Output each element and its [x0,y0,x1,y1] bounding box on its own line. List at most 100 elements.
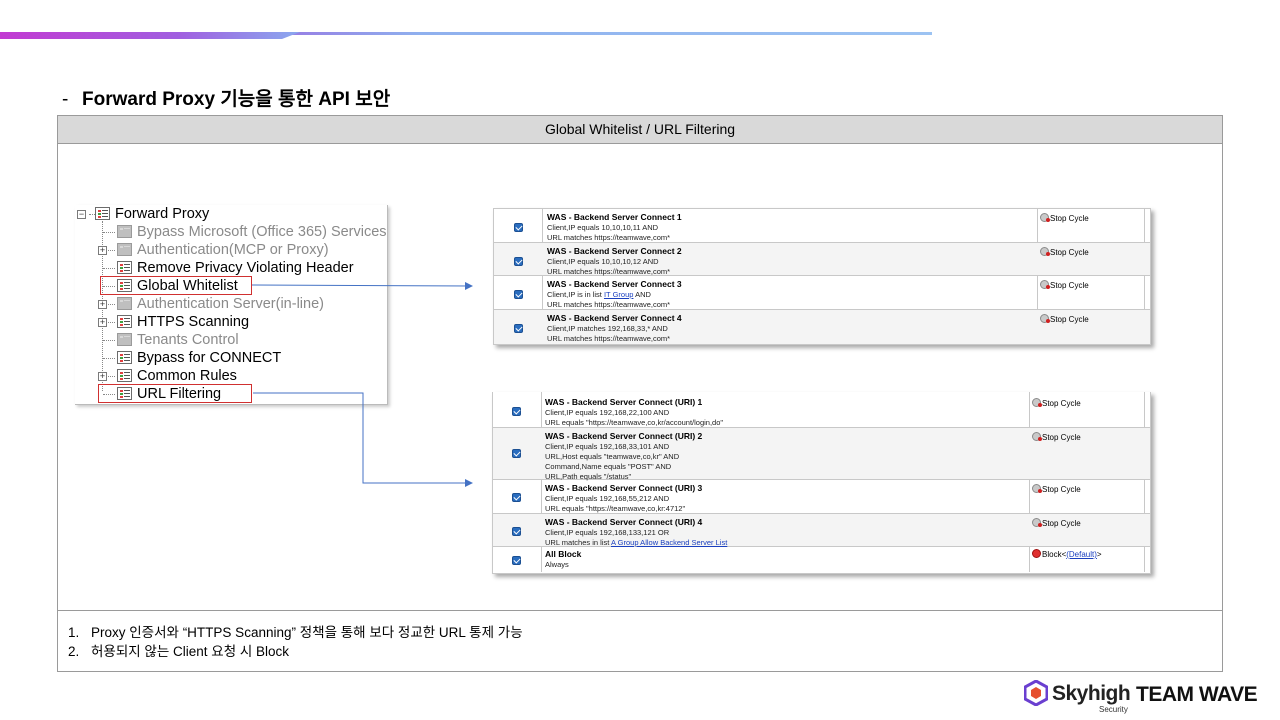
stop-cycle-icon [1040,247,1050,256]
rule-set-icon [117,261,132,274]
rule-criteria: Always [545,560,569,569]
teamwave-wordmark: TEAM WAVE [1136,683,1258,706]
enabled-checkbox[interactable] [514,290,523,299]
arrow-url-filtering [253,392,473,487]
stop-cycle-icon [1040,213,1050,222]
rule-criteria: Client,IP equals 10,10,10,12 AND URL mat… [547,257,671,276]
security-wordmark: Security [1099,705,1128,714]
enabled-checkbox[interactable] [514,257,523,266]
rule-name: WAS - Backend Server Connect 1 [547,212,682,222]
rule-set-icon [117,333,132,346]
rule-criteria: Client,IP equals 10,10,10,11 AND URL mat… [547,223,671,242]
stop-cycle-icon [1032,518,1042,527]
tree-node-bypass-connect[interactable]: Bypass for CONNECT [117,349,281,367]
rule-name: WAS - Backend Server Connect 2 [547,246,682,256]
enabled-checkbox[interactable] [512,556,521,565]
default-link[interactable]: (Default) [1066,550,1097,559]
expand-icon[interactable]: + [98,245,107,255]
enabled-checkbox[interactable] [512,493,521,502]
rule-criteria: Client,IP equals 192,168,33,101 AND URL,… [545,442,680,481]
rule-set-icon [117,243,132,256]
enabled-checkbox[interactable] [512,527,521,536]
tree-node-authentication-server[interactable]: Authentication Server(in-line) [117,295,324,313]
tree-node-forward-proxy[interactable]: Forward Proxy [95,205,209,223]
collapse-icon[interactable]: − [77,209,86,219]
title-text: Forward Proxy 기능을 통한 API 보안 [82,89,391,110]
expand-icon[interactable]: + [98,371,107,381]
rule-name: WAS - Backend Server Connect 3 [547,279,682,289]
expand-icon[interactable]: + [98,317,107,327]
rule-action: Stop Cycle [1032,484,1081,494]
rule-set-icon [117,351,132,364]
tree-node-https-scanning[interactable]: HTTPS Scanning [117,313,249,331]
rule-action: Stop Cycle [1040,247,1089,257]
rule-criteria: Client,IP is in list IT Group AND URL ma… [547,290,671,309]
tree-node-url-filtering[interactable]: URL Filtering [117,385,221,403]
arrow-whitelist [251,281,473,290]
note-item: 1.Proxy 인증서와 “HTTPS Scanning” 정책을 통해 보다 … [68,625,523,640]
stop-cycle-icon [1040,314,1050,323]
table-row[interactable]: WAS - Backend Server Connect (URI) 3 Cli… [493,480,1150,514]
skyhigh-hex-icon [1024,680,1048,706]
rule-criteria: Client,IP equals 192,168,133,121 OR URL … [545,528,728,547]
tree-node-global-whitelist[interactable]: Global Whitelist [117,277,238,295]
table-row[interactable]: WAS - Backend Server Connect 3 Client,IP… [494,276,1150,310]
rule-action: Block<(Default)> [1032,549,1102,559]
stop-cycle-icon [1040,280,1050,289]
stop-cycle-icon [1032,398,1042,407]
footer-logo: Skyhigh Security TEAM WAVE [1024,680,1264,714]
backend-server-list-link[interactable]: A Group Allow Backend Server List [611,538,728,547]
it-group-link[interactable]: IT Group [603,290,634,299]
page-title: -Forward Proxy 기능을 통한 API 보안 [62,84,390,111]
tree-node-common-rules[interactable]: Common Rules [117,367,237,385]
table-row[interactable]: WAS - Backend Server Connect (URI) 2 Cli… [493,428,1150,481]
rule-set-icon [117,369,132,382]
table-row[interactable]: All Block Always Block<(Default)> [493,547,1150,572]
rule-name: WAS - Backend Server Connect 4 [547,313,682,323]
rule-set-icon [117,387,132,400]
tree-node-tenants-control[interactable]: Tenants Control [117,331,239,349]
highlight-global-whitelist [100,276,252,295]
url-filtering-rules-table: WAS - Backend Server Connect (URI) 1 Cli… [492,392,1151,574]
policy-tree: − Forward Proxy Bypass Microsoft (Office… [75,205,388,405]
tree-node-bypass-microsoft[interactable]: Bypass Microsoft (Office 365) Services [117,223,387,241]
note-item: 2.허용되지 않는 Client 요청 시 Block [68,644,290,659]
content-panel: Global Whitelist / URL Filtering 1.Proxy… [57,115,1223,672]
rule-set-icon [117,279,132,292]
rule-set-icon [117,225,132,238]
rule-action: Stop Cycle [1040,280,1089,290]
rule-action: Stop Cycle [1032,518,1081,528]
table-row[interactable]: WAS - Backend Server Connect (URI) 1 Cli… [493,392,1150,428]
rule-action: Stop Cycle [1040,213,1089,223]
table-row[interactable]: WAS - Backend Server Connect 2 Client,IP… [494,243,1150,276]
rule-name: WAS - Backend Server Connect (URI) 3 [545,483,703,493]
tree-node-authentication[interactable]: Authentication(MCP or Proxy) [117,241,329,259]
rule-name: WAS - Backend Server Connect (URI) 4 [545,517,703,527]
rule-set-icon [117,297,132,310]
rule-name: WAS - Backend Server Connect (URI) 2 [545,431,703,441]
title-bullet: - [62,89,69,110]
table-row[interactable]: WAS - Backend Server Connect (URI) 4 Cli… [493,514,1150,547]
tree-node-remove-privacy-header[interactable]: Remove Privacy Violating Header [117,259,354,277]
enabled-checkbox[interactable] [512,407,521,416]
header-accent-line [0,32,932,35]
enabled-checkbox[interactable] [514,223,523,232]
enabled-checkbox[interactable] [514,324,523,333]
header-accent-bar [0,32,300,39]
rule-action: Stop Cycle [1040,314,1089,324]
highlight-url-filtering [98,384,252,403]
expand-icon[interactable]: + [98,299,107,309]
rule-criteria: Client,IP matches 192,168,33,* AND URL m… [547,324,671,343]
table-row[interactable]: WAS - Backend Server Connect 4 Client,IP… [494,310,1150,344]
skyhigh-wordmark: Skyhigh [1052,682,1131,705]
enabled-checkbox[interactable] [512,449,521,458]
rule-criteria: Client,IP equals 192,168,55,212 AND URL … [545,494,686,513]
stop-cycle-icon [1032,432,1042,441]
rule-name: All Block [545,549,582,559]
table-row[interactable]: WAS - Backend Server Connect 1 Client,IP… [494,209,1150,243]
rule-action: Stop Cycle [1032,398,1081,408]
rule-set-icon [117,315,132,328]
rule-criteria: Client,IP equals 192,168,22,100 AND URL … [545,408,724,427]
panel-header: Global Whitelist / URL Filtering [58,116,1222,144]
